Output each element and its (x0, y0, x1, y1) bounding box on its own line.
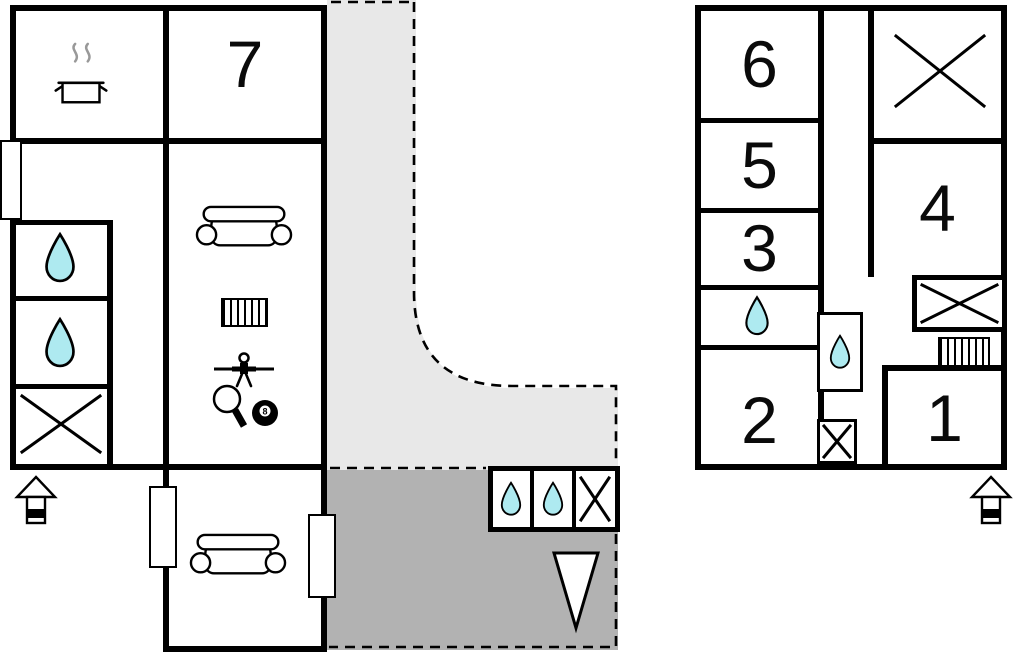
wall (1001, 5, 1007, 470)
water-drop-icon (45, 231, 75, 283)
cross-symbol-icon (821, 423, 853, 460)
water-drop-icon (500, 481, 522, 516)
terrace-dashed-border (412, 2, 618, 464)
terrace-area (327, 0, 618, 470)
wall (10, 5, 16, 470)
wall (107, 220, 113, 470)
wall (695, 285, 824, 290)
cross-symbol-icon (919, 282, 1000, 325)
wall (818, 5, 824, 470)
water-drop-icon (542, 481, 564, 516)
entrance-arrow-icon (969, 475, 1013, 525)
cooking-pot-icon (54, 42, 108, 104)
wall (163, 5, 169, 470)
room-label-3: 3 (741, 211, 778, 285)
entrance-arrow-icon (14, 475, 58, 525)
wall (10, 296, 110, 301)
radiator-icon (938, 337, 990, 367)
cross-symbol-icon (893, 33, 987, 109)
room-label-2: 2 (741, 383, 778, 457)
sofa-icon (189, 533, 287, 575)
room-label-5: 5 (741, 128, 778, 202)
wall (10, 220, 110, 225)
water-drop-icon (745, 295, 769, 336)
sofa-icon (195, 205, 293, 247)
wall (321, 5, 327, 470)
room-label-7: 7 (226, 27, 264, 101)
pool-ball-number: 8 (262, 407, 267, 417)
water-drop-icon (829, 334, 851, 369)
wall (695, 345, 824, 350)
wall (530, 471, 534, 527)
room-label-4: 4 (919, 171, 956, 245)
wall (572, 471, 576, 527)
wall (695, 464, 1007, 470)
triangle-marker-icon (551, 551, 601, 634)
door-marker (0, 140, 22, 220)
wall (882, 365, 1007, 371)
wall (695, 208, 824, 213)
wall (695, 5, 701, 470)
cross-symbol-icon (19, 393, 103, 455)
foosball-player-icon (214, 352, 274, 388)
wall (868, 138, 1007, 144)
wall (695, 118, 824, 123)
wall (10, 384, 110, 389)
terrace-dashed-border (329, 534, 618, 649)
door-marker (308, 514, 336, 598)
cross-symbol-icon (578, 475, 612, 523)
wall (695, 5, 1007, 11)
door-marker (149, 486, 177, 568)
wall (163, 646, 327, 652)
wall (882, 365, 888, 470)
wall (10, 138, 327, 144)
table-tennis-and-pool-icon: 8 (212, 384, 278, 428)
water-drop-icon (45, 316, 75, 368)
radiator-icon (221, 298, 268, 327)
room-label-6: 6 (741, 27, 778, 101)
room-label-1: 1 (926, 381, 963, 455)
